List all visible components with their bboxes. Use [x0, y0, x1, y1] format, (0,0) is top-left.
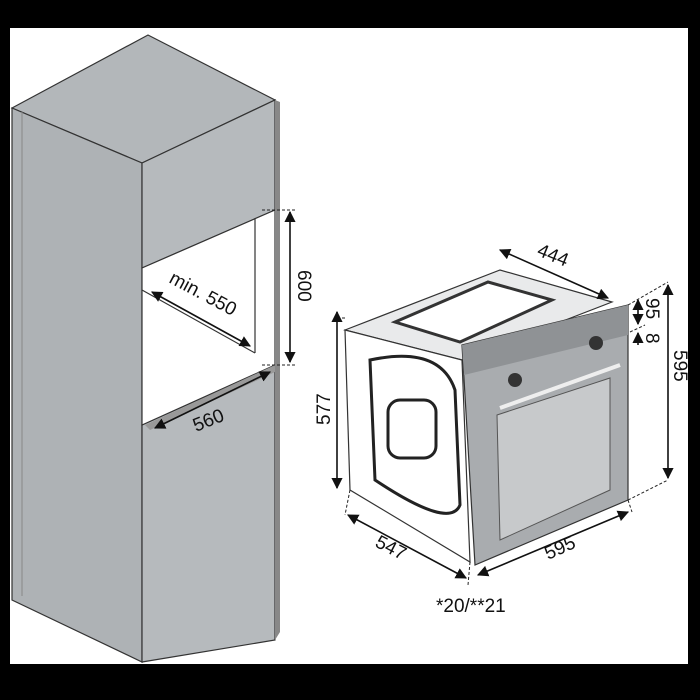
oven-panel-height-label: 95 — [641, 298, 662, 319]
dim-guide — [629, 324, 646, 333]
cabinet-side — [11, 107, 143, 663]
side-housing — [368, 354, 462, 515]
width-dimension-arrow — [153, 371, 272, 429]
depth-dimension-arrow — [151, 291, 251, 347]
oven-width-arrow — [476, 510, 630, 577]
oven-height-label: 595 — [669, 350, 690, 382]
dim-guide — [467, 561, 471, 586]
door-depth-label: *20/**21 — [436, 596, 506, 617]
control-knob-right[interactable] — [589, 336, 603, 350]
control-panel — [462, 305, 628, 375]
top-depth-arrow — [498, 248, 610, 300]
body-depth-arrow — [347, 514, 467, 579]
oven-body-height-label: 577 — [314, 393, 335, 425]
cabinet-right-edge — [275, 100, 280, 640]
oven-gap-label: 8 — [641, 333, 662, 344]
dim-guide — [344, 489, 351, 516]
tall-cabinet — [10, 34, 280, 663]
control-knob-left[interactable] — [508, 373, 522, 387]
door-handle[interactable] — [499, 363, 621, 410]
dim-guide — [627, 479, 669, 501]
dim-guide — [627, 499, 633, 513]
cabinet-height-label: 600 — [293, 270, 314, 302]
side-panel-recess — [386, 398, 438, 460]
door-glass — [496, 377, 611, 541]
